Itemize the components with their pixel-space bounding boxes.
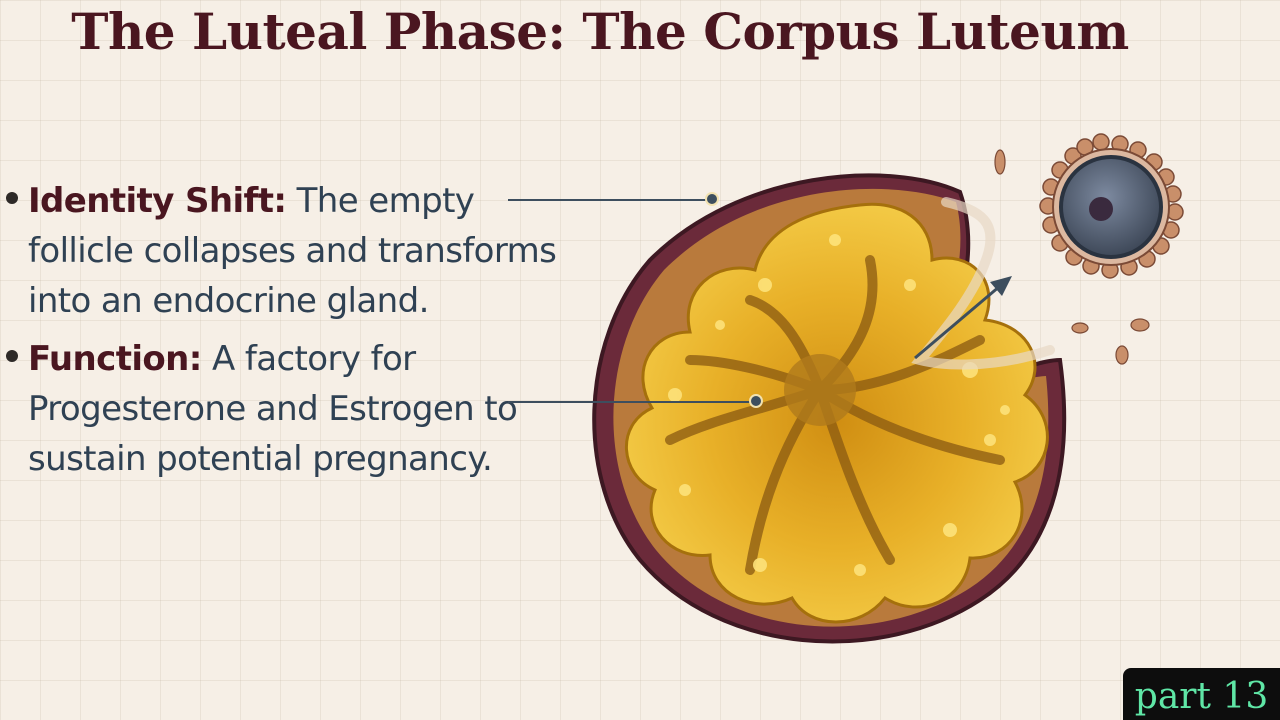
oocyte-icon: [994, 133, 1184, 365]
leader-line-identity-shift: [508, 199, 712, 201]
bullet-paragraph: Function: A factory for Progesterone and…: [28, 334, 560, 484]
slide-title: The Luteal Phase: The Corpus Luteum: [71, 2, 1129, 61]
bullet-term: Function:: [28, 339, 202, 379]
arrow-icon: [914, 276, 1012, 360]
leader-line-function: [508, 401, 758, 403]
part-badge: part 13: [1123, 668, 1280, 720]
bullet-text: The empty follicle collapses and transfo…: [28, 181, 557, 321]
bullet-term: Identity Shift:: [28, 181, 287, 221]
corpus-luteum-illustration: [592, 133, 1184, 644]
bullet-dot-icon: [6, 192, 18, 204]
bullet-list: Identity Shift: The empty follicle colla…: [0, 176, 560, 492]
corpus-luteum-icon: [592, 173, 1067, 644]
leader-dot-function: [749, 394, 763, 408]
bullet-paragraph: Identity Shift: The empty follicle colla…: [28, 176, 560, 326]
bullet-function: Function: A factory for Progesterone and…: [0, 334, 560, 484]
bullet-text: A factory for Progesterone and Estrogen …: [28, 339, 518, 479]
bullet-identity-shift: Identity Shift: The empty follicle colla…: [0, 176, 560, 326]
leader-dot-identity-shift: [705, 192, 719, 206]
bullet-dot-icon: [6, 350, 18, 362]
